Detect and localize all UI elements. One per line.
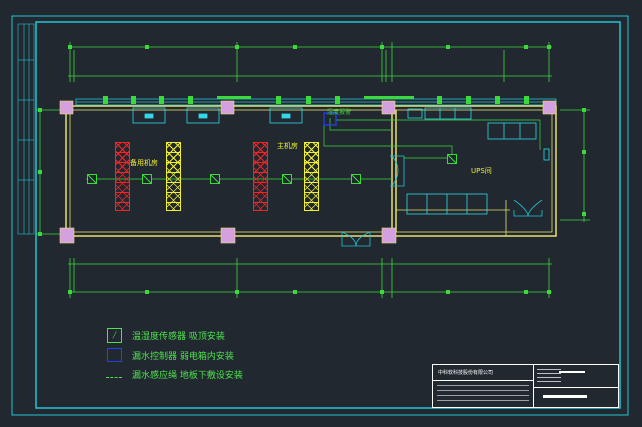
columns bbox=[59, 100, 557, 244]
temperature-humidity-sensor bbox=[87, 174, 97, 184]
title-block-lines-right bbox=[537, 369, 561, 385]
temperature-humidity-sensor bbox=[282, 174, 292, 184]
temperature-humidity-sensor bbox=[351, 174, 361, 184]
ups-cabinets bbox=[406, 193, 488, 215]
window-band bbox=[75, 98, 557, 106]
dimension-ticks-top bbox=[68, 45, 551, 49]
legend-sensor-text: 温湿度传感器 吸顶安装 bbox=[132, 332, 225, 342]
legend-leak-rope-text: 漏水感应绳 地板下敷设安装 bbox=[132, 371, 243, 381]
temperature-humidity-sensor bbox=[210, 174, 220, 184]
company-name: 中科软科技股份有限公司 bbox=[438, 370, 494, 376]
dimension-lines-left bbox=[36, 108, 62, 236]
title-block-divider-v bbox=[533, 365, 534, 408]
room-label-ups: UPS间 bbox=[471, 167, 492, 175]
leak-rope-legend-icon bbox=[106, 377, 122, 378]
server-rack bbox=[253, 142, 268, 211]
title-block-lines bbox=[437, 385, 529, 405]
title-block-divider-h2 bbox=[533, 387, 619, 388]
leak-controller-box bbox=[323, 112, 337, 126]
inner-border bbox=[35, 21, 621, 409]
dimension-lines-bottom bbox=[68, 258, 552, 298]
sensor-legend-icon: ╱ bbox=[107, 328, 122, 343]
sensor-wiring bbox=[86, 118, 541, 180]
server-rack bbox=[304, 142, 319, 211]
title-block-small-bar bbox=[559, 371, 585, 373]
equipment-tag: 湿度报警 bbox=[327, 109, 352, 116]
temperature-humidity-sensor bbox=[447, 154, 457, 164]
dimension-lines-top bbox=[68, 42, 552, 82]
temperature-humidity-sensor bbox=[142, 174, 152, 184]
room-label-main: 主机房 bbox=[277, 142, 298, 150]
title-block-drawing-bar bbox=[543, 395, 587, 398]
ac-units bbox=[132, 107, 303, 124]
controller-legend-icon bbox=[107, 348, 122, 362]
dimension-ticks-bottom bbox=[68, 290, 551, 294]
doors bbox=[341, 155, 543, 247]
binding-strip bbox=[17, 23, 35, 235]
walls bbox=[65, 105, 557, 237]
outer-border bbox=[11, 15, 629, 416]
title-block: 中科软科技股份有限公司 bbox=[432, 364, 619, 408]
room-label-standby: 备用机房 bbox=[130, 159, 158, 167]
title-block-divider-h bbox=[433, 380, 533, 381]
legend-controller-text: 漏水控制器 弱电箱内安装 bbox=[132, 352, 234, 362]
server-rack bbox=[166, 142, 181, 211]
server-rack bbox=[115, 142, 130, 211]
dimension-lines-right bbox=[560, 108, 590, 222]
window-mullions bbox=[103, 96, 529, 104]
equipment-top-right bbox=[407, 107, 550, 161]
